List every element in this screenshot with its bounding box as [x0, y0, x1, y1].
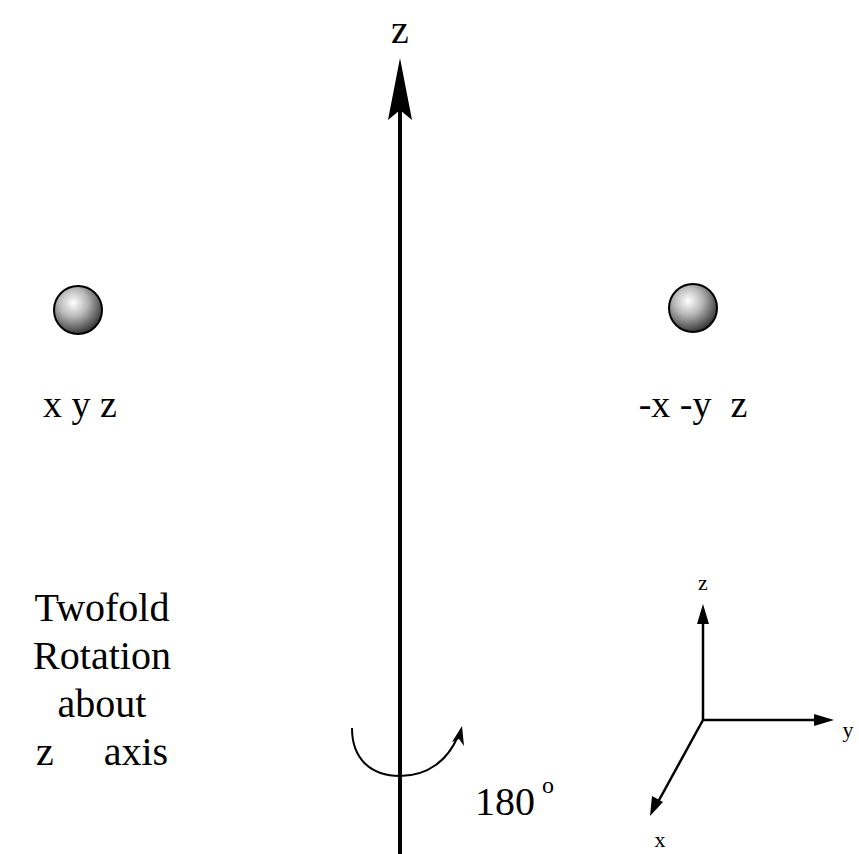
axis-arrowhead: [388, 58, 412, 120]
atom-sphere: [54, 286, 102, 334]
angle-label: 180: [475, 782, 535, 822]
coordinate-label: -x -y z: [639, 385, 748, 423]
axis-label: x: [655, 829, 666, 851]
axis-arrowhead: [650, 796, 663, 816]
axis-label: y: [843, 719, 854, 741]
axis-arrowhead: [814, 714, 834, 726]
degree-mark: o: [542, 773, 554, 797]
small-z-axis: [702, 618, 705, 720]
axis-label: z: [698, 572, 708, 594]
small-x-axis: [658, 720, 703, 802]
operation-caption: Twofold Rotation about z axis: [30, 584, 175, 776]
small-y-axis: [703, 719, 818, 722]
coordinate-label: x y z: [43, 385, 117, 423]
z-axis: [398, 100, 402, 854]
axis-label: z: [391, 10, 409, 50]
axis-arrowhead: [697, 604, 709, 624]
rotation-arrowhead: [452, 726, 464, 746]
rotation-arrow: [352, 728, 458, 776]
atom-sphere: [669, 284, 717, 332]
